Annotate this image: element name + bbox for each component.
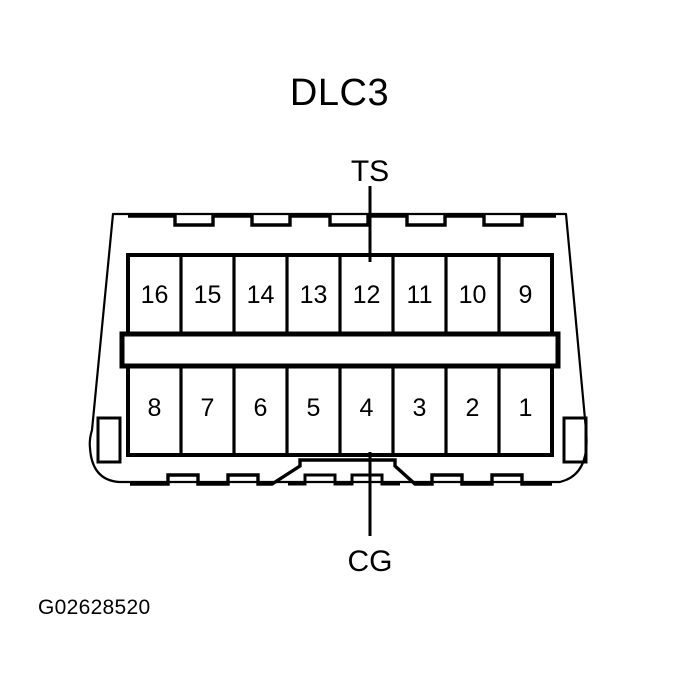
pin-label-4: 4 [359, 394, 374, 422]
center-key-bar [119, 331, 561, 369]
right-retention-tab [562, 416, 588, 464]
pin-label-12: 12 [352, 281, 381, 309]
pin-label-6: 6 [253, 394, 268, 422]
pin-label-3: 3 [412, 394, 427, 422]
pin-label-14: 14 [246, 281, 275, 309]
pin-label-16: 16 [140, 281, 169, 309]
pin-label-9: 9 [518, 281, 533, 309]
pin-label-5: 5 [306, 394, 321, 422]
pin-label-7: 7 [200, 394, 215, 422]
cg-terminal-label: CG [347, 545, 393, 578]
left-retention-tab [96, 416, 122, 464]
pin-label-13: 13 [299, 281, 328, 309]
pin-label-11: 11 [406, 281, 433, 309]
pin-label-10: 10 [458, 281, 487, 309]
page-title: DLC3 [289, 72, 390, 114]
bottom-crenellation-edge [130, 458, 552, 486]
tab-inner-crenellation [288, 473, 400, 486]
ts-terminal-label: TS [350, 155, 390, 188]
pin-label-2: 2 [465, 394, 480, 422]
pin-label-8: 8 [147, 394, 162, 422]
pin-label-15: 15 [193, 281, 222, 309]
pin-label-1: 1 [518, 394, 533, 422]
figure-reference-code: G02628520 [38, 596, 151, 619]
bottom-row-cell-dividers [179, 366, 501, 454]
top-crenellation-edge [128, 214, 556, 227]
top-row-cell-dividers [179, 256, 501, 334]
